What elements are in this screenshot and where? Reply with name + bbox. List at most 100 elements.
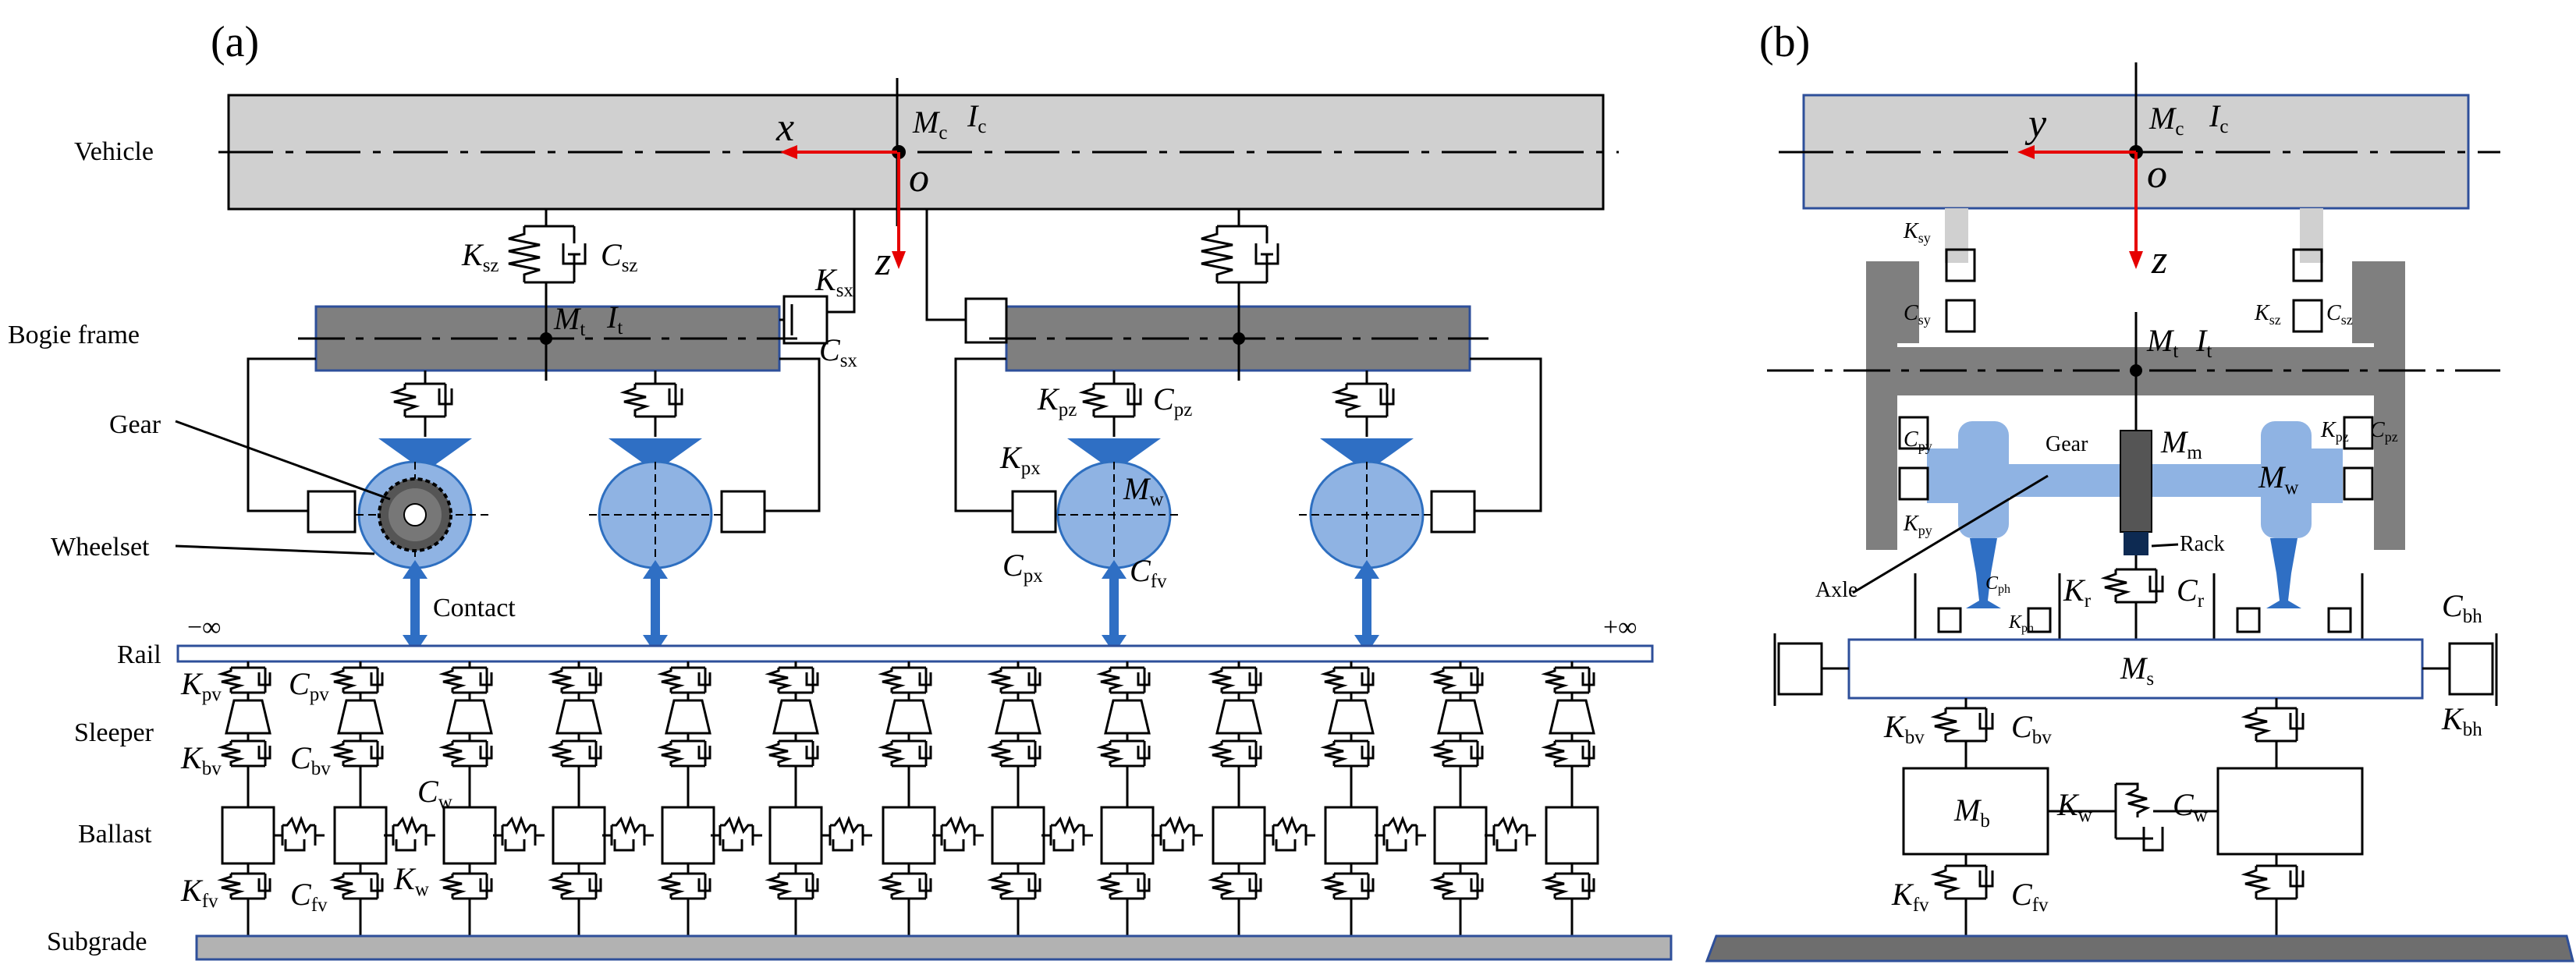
z-arrowhead [892, 251, 906, 269]
k-r-label: Kr [2063, 573, 2092, 612]
rail-beam [176, 644, 1654, 663]
bogie-left-center-dot [540, 332, 552, 345]
bogie-b-center-dot [2130, 364, 2142, 377]
mass-w-label: Mw [1123, 471, 1163, 510]
c-sx-label: Csx [819, 332, 857, 371]
c-sz-label-b: Csz [2326, 301, 2353, 328]
c-w-label-b: Cw [2173, 787, 2208, 826]
k-bh-label: Kbh [2441, 701, 2482, 740]
subgrade-bed [195, 934, 1673, 961]
ballast-springs-b [1930, 698, 2305, 768]
c-py-label: Cpy [1904, 427, 1932, 454]
axle-leader-line [1852, 474, 2049, 594]
mass-s-label: Ms [2120, 651, 2154, 690]
k-w-label: Kw [393, 861, 429, 900]
row-label-subgrade: Subgrade [47, 927, 147, 956]
k-sy-label: Ksy [1903, 219, 1931, 246]
c-bv-label: Cbv [290, 740, 331, 779]
c-sz-label: Csz [601, 237, 638, 276]
bogie-arms [247, 357, 1542, 512]
panel-b: (b) y z o Mc Ic Mt It [1705, 18, 2574, 963]
longitudinal-link-left [779, 209, 856, 345]
k-bv-label-b: Kbv [1883, 709, 1925, 748]
c-fv-label-b: Cfv [2011, 877, 2049, 916]
mass-b-label: Mb [1953, 792, 1990, 831]
inertia-t-label-b: It [2195, 323, 2212, 362]
car-post-right [2300, 208, 2323, 263]
axlebox-triangles [378, 438, 1414, 472]
subgrade-springs-b [1930, 854, 2305, 936]
c-sy-label: Csy [1904, 301, 1931, 328]
panel-a-label: (a) [211, 18, 259, 66]
subgrade-bed-b [1705, 934, 2574, 963]
axis-x-label: x [775, 105, 794, 150]
k-sx-label: Ksx [814, 262, 853, 301]
row-label-bogie-frame: Bogie frame [8, 321, 140, 349]
c-fv-wheel-label: Cfv [1130, 553, 1167, 592]
primary-springs-b [1898, 416, 2374, 501]
k-sz-label: Ksz [461, 237, 499, 276]
inertia-c-label: Ic [967, 98, 986, 137]
rack-label-b: Rack [2180, 532, 2225, 556]
axis-z-label-b: z [2151, 238, 2167, 282]
row-label-vehicle: Vehicle [74, 137, 154, 166]
c-pz-label-b: Cpz [2370, 418, 2398, 445]
gear-b [2120, 430, 2152, 533]
c-pz-label: Cpz [1153, 381, 1192, 420]
x-arrowhead [780, 145, 797, 159]
row-label-gear: Gear [109, 410, 161, 439]
k-fv-label-b: Kfv [1891, 877, 1929, 916]
k-bv-label: Kbv [180, 740, 222, 779]
sleeper-lateral-springs [1773, 633, 2498, 706]
contact-label: Contact [433, 594, 516, 622]
gear-leader-line [175, 420, 391, 501]
primary-suspensions [389, 370, 1395, 437]
c-bh-label: Cbh [2442, 588, 2482, 627]
origin-label-b: o [2147, 152, 2167, 197]
axis-y-label: y [2024, 101, 2047, 146]
c-px-label: Cpx [1002, 548, 1043, 587]
rack-b [2124, 532, 2148, 555]
rack-leader-line [2151, 543, 2179, 548]
mass-c-label: Mc [912, 105, 947, 144]
wheelset-leader-line [175, 544, 375, 555]
car-post-left [1945, 208, 1968, 263]
contact-arrows [403, 560, 1379, 654]
plus-infinity-label: +∞ [1603, 613, 1637, 642]
gear-label-b: Gear [2046, 432, 2088, 456]
y-arrowhead [2017, 145, 2035, 159]
mass-w-label-b: Mw [2258, 459, 2298, 498]
origin-label: o [909, 156, 929, 200]
mass-t-label: Mt [553, 301, 585, 340]
ballast-shear-link-b [2048, 782, 2218, 852]
wheelsets [343, 460, 1435, 581]
k-fv-label: Kfv [180, 873, 218, 912]
minus-infinity-label: −∞ [187, 613, 221, 642]
inertia-c-label-b: Ic [2209, 98, 2228, 137]
axle-label-b: Axle [1815, 578, 1857, 602]
mass-t-label-b: Mt [2146, 323, 2178, 362]
secondary-suspension-right [1201, 209, 1279, 307]
ballast-block-right [2216, 767, 2364, 856]
inertia-t-label: It [606, 300, 623, 339]
row-label-wheelset: Wheelset [51, 533, 150, 562]
secondary-suspension-left [508, 209, 587, 307]
k-ph-label: Kph [2008, 612, 2034, 635]
longitudinal-link-right [925, 209, 1008, 344]
k-pz-label-b: Kpz [2320, 418, 2349, 445]
c-r-label: Cr [2177, 573, 2205, 612]
row-label-sleeper: Sleeper [74, 718, 154, 747]
k-py-label: Kpy [1903, 512, 1932, 538]
c-ph-label: Cph [1985, 573, 2010, 596]
rack-spring [2100, 555, 2164, 640]
longitudinal-primary-springs [307, 490, 1476, 534]
axis-z-label: z [875, 239, 891, 284]
row-label-ballast: Ballast [78, 820, 152, 849]
rail-heads-b [1966, 538, 2301, 608]
k-sz-label-b: Ksz [2254, 301, 2281, 328]
k-pv-label: Kpv [180, 666, 222, 705]
c-bv-label-b: Cbv [2011, 709, 2052, 748]
gear-icon [378, 477, 452, 552]
mass-c-label-b: Mc [2148, 101, 2184, 140]
